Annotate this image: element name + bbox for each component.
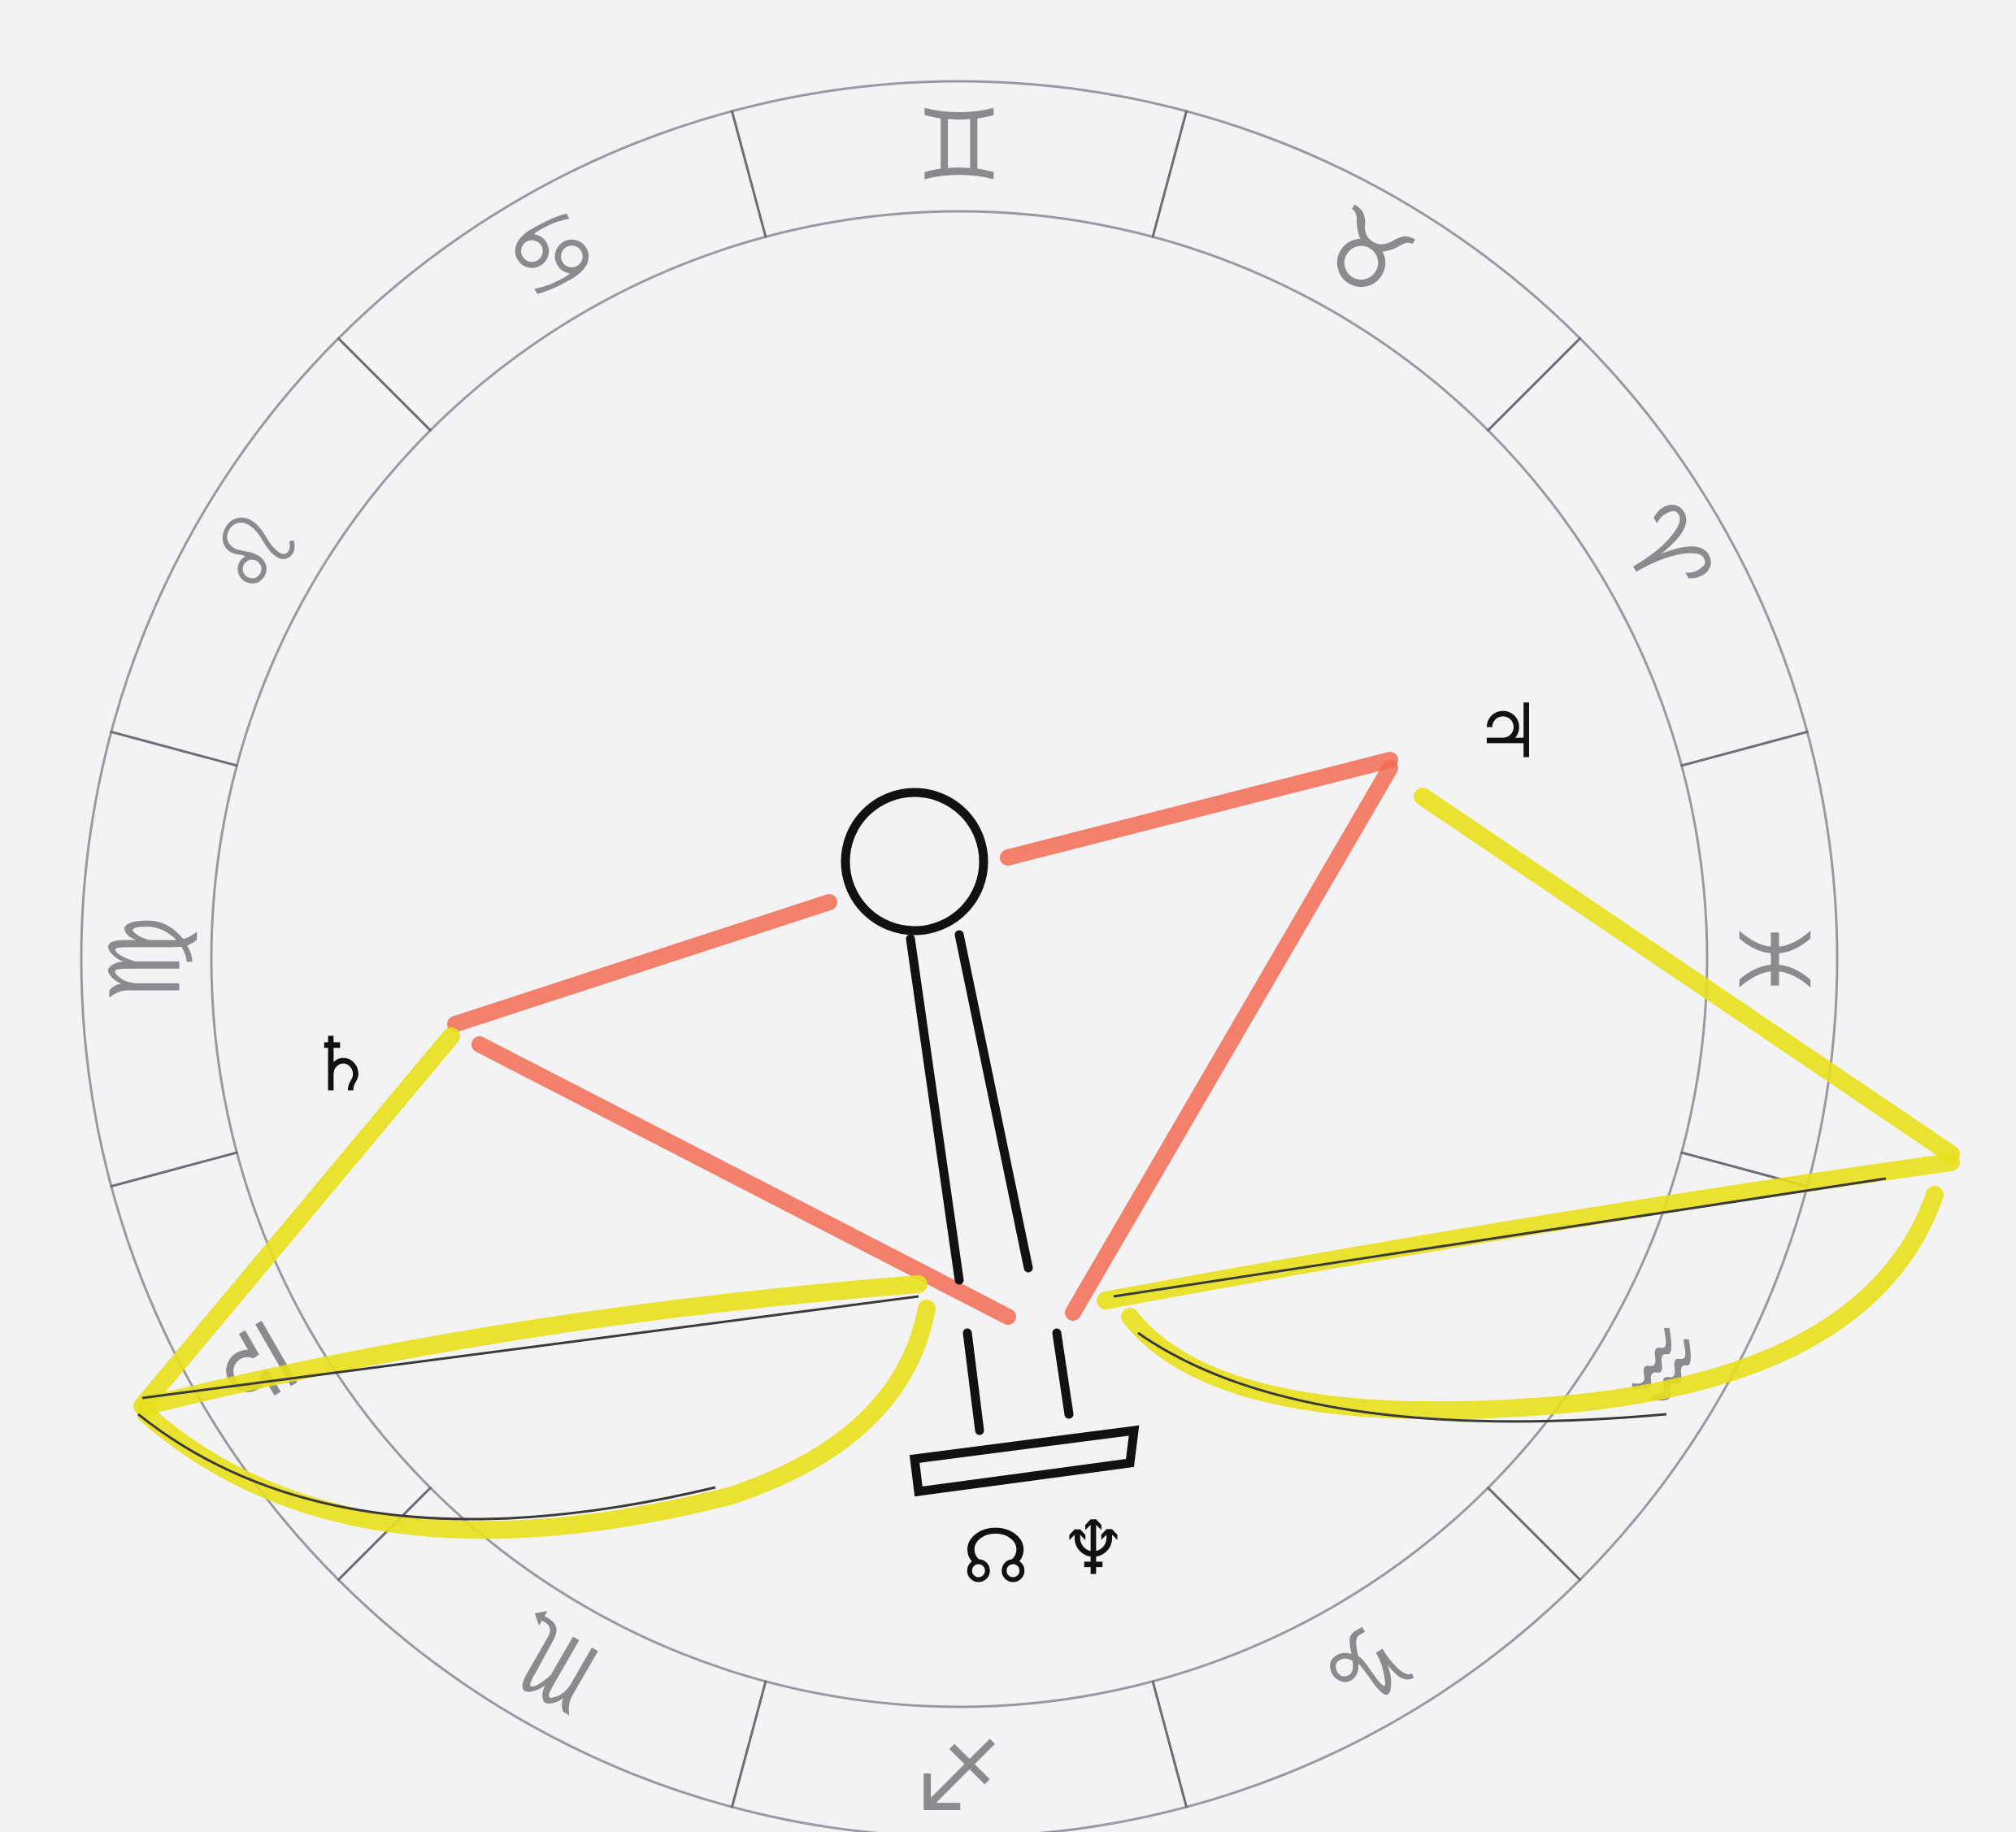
neptune-glyph: ♆ <box>1060 1505 1127 1592</box>
virgo-sign-glyph: ♍ <box>90 915 203 1003</box>
north-node-glyph: ☊ <box>962 1513 1029 1600</box>
saturn-glyph: ♄ <box>308 1022 375 1109</box>
gemini-sign-glyph: ♊ <box>915 90 1003 203</box>
sagittarius-sign-glyph: ♐ <box>915 1716 1003 1829</box>
jupiter-glyph: ♃ <box>1475 688 1541 775</box>
pisces-sign-glyph: ♓ <box>1716 915 1829 1003</box>
